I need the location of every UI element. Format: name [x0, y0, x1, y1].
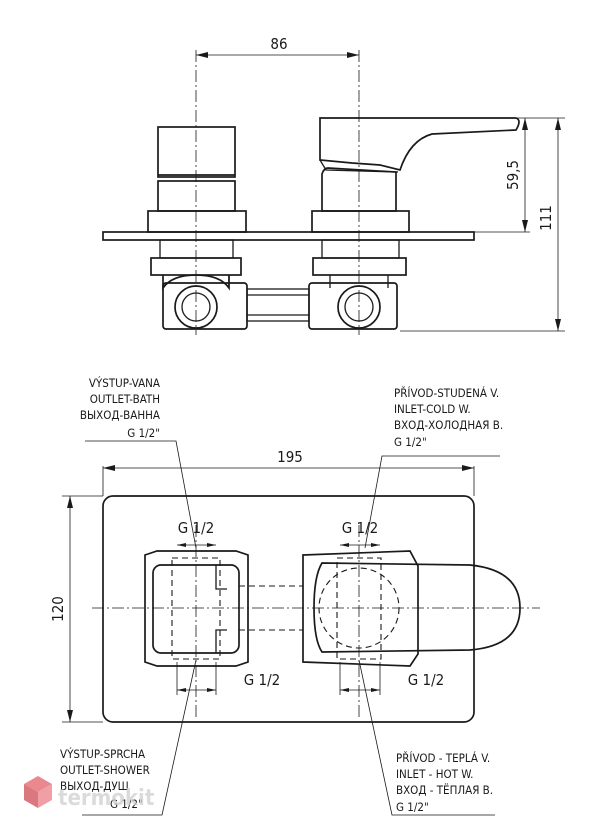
leader-lines [82, 440, 500, 816]
callout-outlet-bath: VÝSTUP-VANA OUTLET-BATH ВЫХОД-ВАННА G 1/… [80, 375, 160, 440]
front-view: 195 120 [49, 440, 540, 816]
right-lever-knob [302, 550, 521, 667]
wall-plate-top [102, 231, 475, 241]
svg-text:VÝSTUP-VANA: VÝSTUP-VANA [89, 375, 160, 390]
thread-left-bottom-label: G 1/2 [244, 671, 280, 689]
thread-left-top-label: G 1/2 [178, 519, 214, 537]
callout-inlet-hot: PŘÍVOD - TEPLÁ V. INLET - HOT W. ВХОД - … [396, 750, 493, 814]
svg-text:G 1/2": G 1/2" [127, 426, 160, 440]
thread-dim-right-top: G 1/2 [340, 519, 380, 547]
right-lever-side [311, 117, 520, 276]
cover-plate [102, 495, 475, 723]
left-knob-side [147, 126, 247, 276]
svg-text:INLET-COLD W.: INLET-COLD W. [394, 402, 471, 416]
svg-text:ВХОД - ТЁПЛАЯ В.: ВХОД - ТЁПЛАЯ В. [396, 782, 493, 797]
callout-outlet-shower: VÝSTUP-SPRCHA OUTLET-SHOWER ВЫХОД-ДУШ G … [60, 746, 150, 811]
callout-inlet-cold: PŘÍVOD-STUDENÁ V. INLET-COLD W. ВХОД-ХОЛ… [394, 385, 503, 449]
top-view: 86 [102, 35, 565, 335]
dim-59-5-label: 59,5 [504, 160, 522, 190]
svg-text:INLET - HOT W.: INLET - HOT W. [396, 767, 473, 781]
thread-dim-left-top: G 1/2 [177, 519, 216, 547]
svg-text:OUTLET-SHOWER: OUTLET-SHOWER [60, 763, 150, 777]
svg-text:ВЫХОД-ДУШ: ВЫХОД-ДУШ [60, 779, 129, 793]
right-inlet-outer [308, 282, 398, 330]
left-inlet-circle [174, 285, 218, 329]
svg-text:G 1/2": G 1/2" [394, 435, 427, 449]
dim-195-label: 195 [277, 448, 303, 466]
svg-text:PŘÍVOD - TEPLÁ V.: PŘÍVOD - TEPLÁ V. [396, 750, 490, 765]
thread-right-top-label: G 1/2 [342, 519, 378, 537]
left-knob-inner [152, 564, 240, 654]
dim-59-5: 59,5 [470, 117, 530, 233]
valve-body-top [162, 274, 398, 330]
svg-text:G 1/2": G 1/2" [110, 797, 143, 811]
svg-text:OUTLET-BATH: OUTLET-BATH [90, 392, 160, 406]
watermark-cube-icon [24, 776, 52, 808]
dim-111: 111 [400, 117, 565, 332]
bridge-pipe [246, 288, 310, 322]
cartridge-hidden-circle [318, 567, 400, 649]
watermark-logo: termokit [24, 776, 155, 811]
thread-dim-left-bottom: G 1/2 [176, 662, 280, 695]
svg-text:VÝSTUP-SPRCHA: VÝSTUP-SPRCHA [60, 746, 145, 761]
watermark-text: termokit [58, 786, 155, 811]
dim-120-label: 120 [49, 596, 67, 622]
thread-dim-right-bottom: G 1/2 [339, 662, 444, 695]
dim-120: 120 [49, 495, 103, 723]
svg-text:G 1/2": G 1/2" [396, 800, 429, 814]
thread-right-bottom-label: G 1/2 [408, 671, 444, 689]
right-lever-flange [311, 210, 410, 233]
dim-86: 86 [196, 35, 359, 58]
dim-195: 195 [102, 448, 475, 496]
right-inlet-circle [337, 285, 381, 329]
lever-handle-front [313, 562, 521, 653]
svg-text:ВХОД-ХОЛОДНАЯ В.: ВХОД-ХОЛОДНАЯ В. [394, 418, 503, 432]
svg-text:ВЫХОД-ВАННА: ВЫХОД-ВАННА [80, 408, 160, 422]
left-square-knob [144, 550, 249, 667]
dim-86-label: 86 [270, 35, 287, 53]
svg-text:PŘÍVOD-STUDENÁ V.: PŘÍVOD-STUDENÁ V. [394, 385, 499, 400]
dim-111-label: 111 [537, 205, 555, 231]
